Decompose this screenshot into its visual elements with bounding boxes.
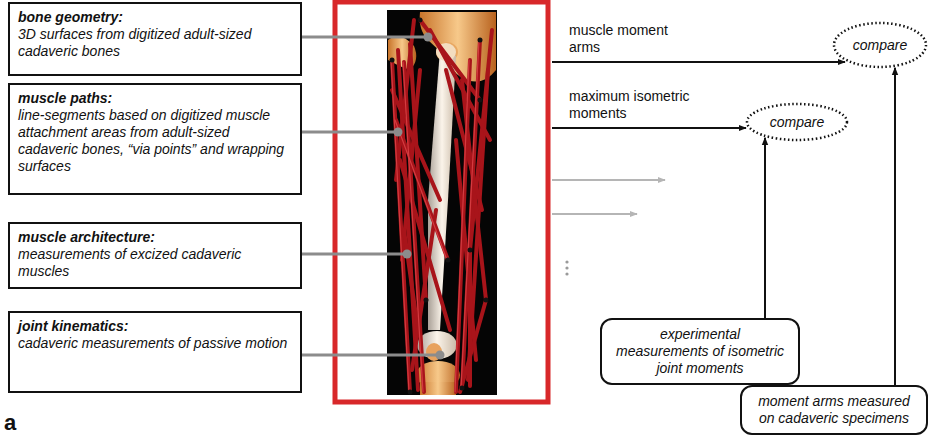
- box-text: compare: [853, 37, 907, 53]
- compare-ellipse: compare: [832, 21, 928, 69]
- box-text: experimental measurements of isometric j…: [612, 326, 788, 377]
- measurement-box: moment arms measured on cadaveric specim…: [740, 385, 928, 435]
- connector-arrow: [894, 68, 896, 385]
- box-text: compare: [770, 114, 824, 130]
- box-text: cadaveric measurements of passive motion: [18, 335, 292, 352]
- connector-arrow: [764, 138, 766, 318]
- box-text: measurements of excized cadaveric muscle…: [18, 246, 292, 280]
- input-box: bone geometry:3D surfaces from digitized…: [8, 2, 302, 76]
- box-text: moment arms measured on cadaveric specim…: [752, 393, 916, 427]
- box-text: 3D surfaces from digitized adult-sized c…: [18, 26, 292, 60]
- output-label: muscle moment arms: [569, 22, 669, 56]
- input-box: muscle architecture:measurements of exci…: [8, 222, 302, 289]
- compare-ellipse: compare: [745, 102, 849, 142]
- box-heading: joint kinematics:: [18, 318, 292, 335]
- panel-letter: a: [4, 410, 34, 436]
- input-box: muscle paths:line-segments based on digi…: [8, 83, 302, 195]
- input-box: joint kinematics:cadaveric measurements …: [8, 311, 302, 393]
- output-label: maximum isometric moments: [569, 88, 709, 122]
- box-heading: muscle paths:: [18, 90, 292, 107]
- measurement-box: experimental measurements of isometric j…: [600, 318, 800, 385]
- box-heading: muscle architecture:: [18, 229, 292, 246]
- box-text: line-segments based on digitized muscle …: [18, 107, 292, 175]
- box-heading: bone geometry:: [18, 9, 292, 26]
